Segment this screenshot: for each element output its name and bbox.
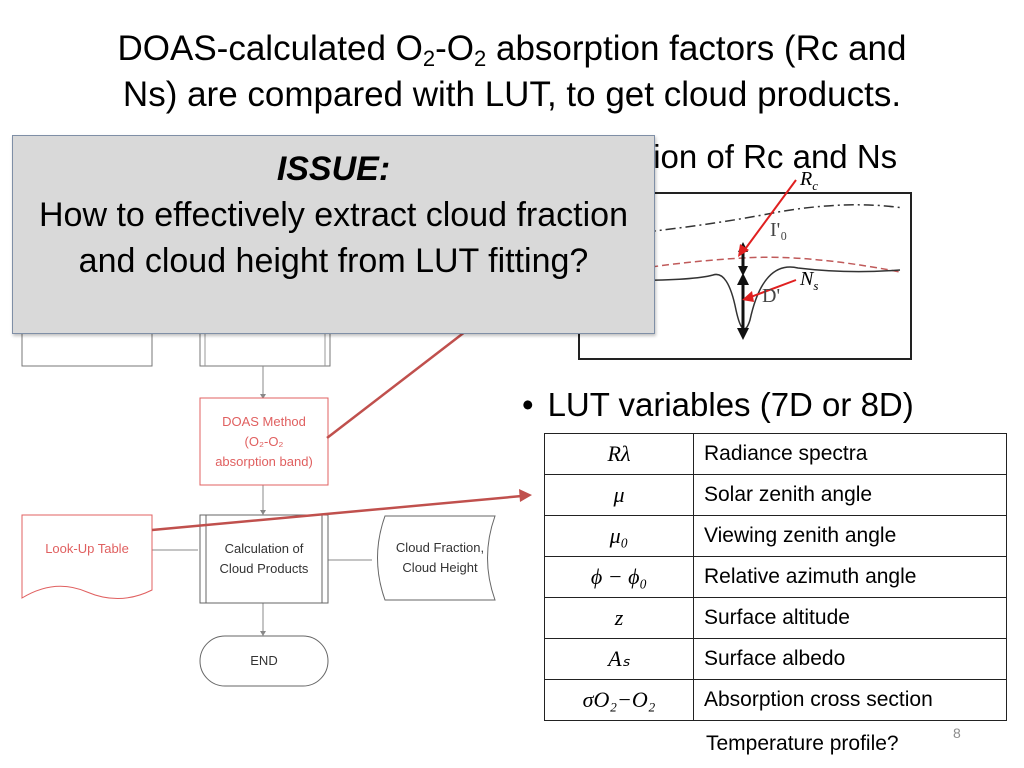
flow-lookup-table: Look-Up Table [45,541,129,556]
issue-text: How to effectively extract cloud fractio… [39,196,628,280]
curve-label-d: D' [762,285,780,307]
flow-end: END [250,653,278,668]
slide-title: DOAS-calculated O2-O2 absorption factors… [0,26,1024,118]
variable-symbol: ϕ − ϕ₀ [544,556,694,598]
page-number: 8 [953,725,961,741]
variable-symbol: σO₂−O₂ [544,679,694,721]
ns-label: Ns [800,268,819,293]
variable-symbol: Rλ [544,433,694,475]
variable-description: Radiance spectra [693,433,1007,475]
lut-variables-bullet: •LUT variables (7D or 8D) [522,386,914,423]
variable-symbol: μ₀ [544,515,694,557]
rc-label: Rc [800,168,818,193]
issue-callout: ISSUE: How to effectively extract cloud … [12,135,655,334]
variable-description: Surface altitude [693,597,1007,639]
issue-heading: ISSUE: [276,150,391,188]
title-line-1: DOAS-calculated O2-O2 absorption factors… [117,29,907,71]
flow-calculation: Calculation of Cloud Products [219,541,309,576]
variable-description: Absorption cross section [693,679,1007,721]
variable-description: Surface albedo [693,638,1007,680]
variable-symbol: Aₛ [544,638,694,680]
variable-symbol: μ [544,474,694,516]
curve-label-i0: I'₀ [770,219,787,241]
variable-description: Relative azimuth angle [693,556,1007,598]
temperature-profile-note: Temperature profile? [706,732,899,755]
variable-description: Viewing zenith angle [693,515,1007,557]
variable-description: Solar zenith angle [693,474,1007,516]
flow-doas-method: DOAS Method (O₂-O₂ absorption band) [215,413,313,469]
title-line-2: Ns) are compared with LUT, to get cloud … [122,75,902,114]
variable-symbol: z [544,597,694,639]
flow-cloud-output: Cloud Fraction, Cloud Height [395,540,485,575]
